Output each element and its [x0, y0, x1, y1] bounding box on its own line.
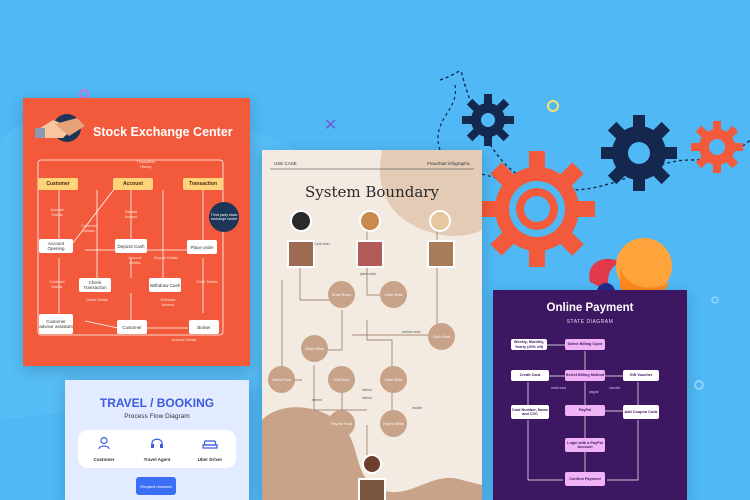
node-customer-2: Customer [117, 320, 147, 334]
system-header-left: USE CASE [274, 161, 297, 166]
stock-exchange-card: Stock Exchange Center Customer Account T… [23, 98, 250, 366]
actor-icon-2 [359, 210, 381, 232]
node-login-paypal: Login with a PayPal Account [565, 438, 605, 452]
node-select-billing-method: Select Billing Method [565, 370, 605, 381]
request-received-button[interactable]: Request received [136, 477, 176, 495]
label-extend-3: extend [362, 396, 372, 400]
headset-icon [151, 438, 163, 448]
node-add-coupon: Add Coupon Code [623, 405, 659, 419]
travel-item-customer: Customer [78, 436, 130, 462]
label-account-details: Account Details [50, 208, 64, 217]
label-credit-card: credit card [551, 386, 566, 390]
circle-serve-wine: Serve Wine [301, 335, 328, 362]
node-check-transaction: Check Transaction [79, 278, 111, 292]
payment-subtitle: STATE DIAGRAM [566, 319, 614, 325]
label-order-details: Order Details [196, 280, 218, 284]
label-account-details-2: Account Details [128, 256, 142, 265]
travel-item-label: Uber Driver [197, 457, 223, 462]
dot-ring-2 [694, 380, 704, 390]
node-third-party-label: Third party stock exchange center [210, 212, 238, 221]
node-place-order: Place order [187, 240, 217, 254]
payment-connectors [527, 344, 639, 481]
travel-item-label: Travel Agent [143, 457, 171, 462]
node-third-party: Third party stock exchange center [209, 202, 239, 232]
photo-customer [356, 240, 384, 268]
label-voucher: voucher [609, 386, 621, 390]
node-account-opening: Account Opening [39, 239, 73, 253]
online-payment-card: Online Payment STATE DIAGRAM Weekly, Mon… [493, 290, 687, 500]
gear-icon-large [479, 151, 595, 267]
circle-pay-food: Pay for Food [328, 410, 355, 437]
label-account-details-3: Account Details [171, 338, 197, 342]
label-check-details: Check Details [85, 298, 109, 302]
node-broker: Broker [189, 320, 219, 334]
node-confirm-payment: Confirm Payment [565, 472, 605, 486]
photo-waiter [287, 240, 315, 268]
node-transaction: Transaction [183, 178, 223, 190]
node-card-number: Card Number, Name and CVC [511, 405, 549, 419]
node-deposit-cash: Deposit Cash [115, 239, 147, 253]
travel-booking-card: TRAVEL / BOOKING Process Flow Diagram Cu… [65, 380, 249, 500]
label-cook-order: Cook order [314, 242, 330, 246]
system-title: System Boundary [305, 183, 439, 201]
travel-item-agent: Travel Agent [131, 436, 183, 462]
label-place-order: place order [360, 272, 376, 276]
stock-connectors [37, 159, 224, 336]
travel-item-driver: Uber Driver [184, 436, 236, 462]
node-paypal: PayPal [565, 405, 605, 416]
label-withdraw-amount: Withdraw Amount [160, 298, 176, 307]
gear-icon-orange-small [691, 121, 743, 173]
label-extend-2: extend [362, 388, 372, 392]
x-mark-icon: ✕ [324, 115, 337, 134]
actor-icon-3 [429, 210, 451, 232]
label-include: include [412, 406, 423, 410]
label-deposit-details: Deposit Details [153, 256, 179, 260]
node-credit-card: Credit Card [511, 370, 549, 381]
small-ring [79, 89, 89, 99]
photo-bottom [358, 478, 386, 500]
car-icon [202, 440, 218, 449]
photo-chef [427, 240, 455, 268]
calculator-icon [362, 454, 382, 474]
stock-title: Stock Exchange Center [93, 125, 233, 139]
system-header-right: Flowchart infographic [427, 161, 470, 166]
circle-eat-food: Eat Food [328, 366, 355, 393]
node-account: Account [113, 178, 153, 190]
label-deposit-amount: Deposit Amount [124, 210, 138, 219]
travel-subtitle: Process Flow Diagram [124, 413, 190, 420]
label-paypal: paypal [589, 390, 599, 394]
dot-ring [547, 100, 559, 112]
travel-item-label: Customer [93, 457, 115, 462]
label-confirm-order: confirm order [402, 330, 421, 334]
actor-icon-1 [290, 210, 312, 232]
label-transaction-history: Transaction History [136, 160, 156, 169]
circle-order-wine: Order Wine [380, 281, 407, 308]
system-blobs [262, 150, 482, 500]
label-extend-1: extend [312, 398, 322, 402]
system-boundary-card: USE CASE Flowchart infographic System Bo… [262, 150, 482, 500]
gear-icon-navy [601, 115, 677, 191]
circle-cook-food: Cook Food [428, 323, 455, 350]
node-select-billing-cycle: Select Billing Cycle [565, 339, 605, 350]
person-icon [98, 436, 110, 450]
label-customer-details: Customer Details [81, 224, 97, 233]
circle-order-wine-2: Order Wine [380, 366, 407, 393]
node-customer-advisor: Customer advisor assistant [39, 314, 73, 334]
label-customer-details-2: Customer Details [49, 280, 65, 289]
node-withdraw-cash: Withdraw Cash [149, 278, 181, 292]
payment-title: Online Payment [546, 302, 634, 314]
travel-actors-row: Customer Travel Agent Uber Driver [78, 430, 236, 468]
circle-pay-wine: Pay for Wine [380, 410, 407, 437]
travel-title: TRAVEL / BOOKING [99, 396, 215, 410]
circle-serve-food: Serve Food [268, 366, 295, 393]
handshake-icon [35, 114, 85, 142]
circle-order-room: Order Room [328, 281, 355, 308]
node-monthly-fee: Weekly, Monthly, Yearly (20% off) [511, 339, 547, 350]
node-gift-voucher: Gift Voucher [623, 370, 659, 381]
node-customer: Customer [38, 178, 78, 190]
dot-ring-3 [711, 296, 719, 304]
gear-icon-small [462, 94, 514, 146]
